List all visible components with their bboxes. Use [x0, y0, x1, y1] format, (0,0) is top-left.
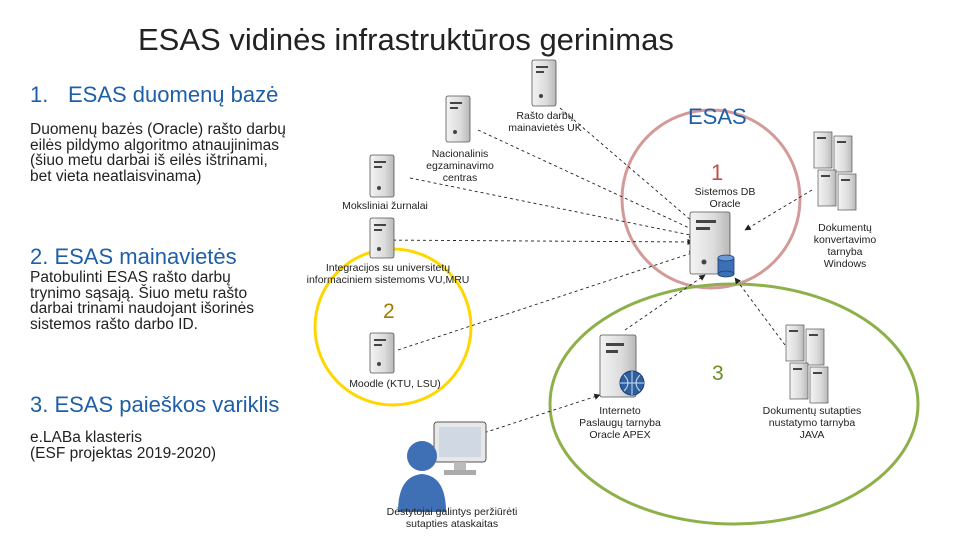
connector-sutapties: [734, 277, 786, 346]
section-2-body: Patobulinti ESAS rašto darbų trynimo sąs…: [30, 269, 255, 333]
node-label-rasto-darbu: Rašto darbų mainavietės UK: [508, 110, 582, 134]
node-label-moksliniai: Moksliniai žurnalai: [342, 200, 428, 212]
connector-uk: [559, 107, 701, 229]
section-1-number: 1.: [30, 82, 49, 107]
connector-nacionalinis: [477, 129, 699, 233]
server-icon-integracijos: [369, 217, 395, 259]
node-label-dokumentu-sutapties: Dokumentų sutapties nustatymo tarnyba JA…: [762, 405, 862, 441]
node-label-integracijos: Integracijos su universitetų informacini…: [306, 262, 470, 286]
section-3-heading: 3. ESAS paieškos variklis: [30, 392, 280, 417]
section-2-heading: 2. ESAS mainavietės: [30, 244, 237, 269]
ring-number-3: 3: [712, 362, 724, 385]
section-3-body: e.LABa klasteris (ESF projektas 2019-202…: [30, 429, 217, 462]
slide-title: ESAS vidinės infrastruktūros gerinimas: [138, 22, 674, 57]
database-server-icon: [689, 211, 735, 278]
teacher-user-icon: [398, 421, 487, 512]
connector-konvertavimo: [744, 189, 813, 231]
section-1-heading: ESAS duomenų bazė: [68, 82, 279, 107]
node-label-moodle: Moodle (KTU, LSU): [349, 378, 441, 390]
ring-number-1: 1: [711, 160, 724, 185]
node-label-interneto: Interneto Paslaugų tarnyba Oracle APEX: [579, 405, 661, 441]
server-cluster-icon-sutapties: [785, 324, 829, 404]
section-1-body: Duomenų bazės (Oracle) rašto darbų eilės…: [30, 121, 286, 185]
server-icon-uk: [531, 59, 557, 107]
ring-esas-core: [620, 108, 802, 290]
node-label-nacionalinis: Nacionalinis egzaminavimo centras: [426, 148, 494, 184]
node-label-dokumentu-konvertavimo: Dokumentų konvertavimo tarnyba Windows: [813, 222, 877, 270]
esas-label: ESAS: [688, 104, 747, 129]
server-icon-moodle: [369, 332, 395, 374]
server-icon-moksliniai: [369, 154, 395, 198]
ring-search-engine: [548, 282, 920, 526]
node-label-sistemos-db: Sistemos DB Oracle: [694, 186, 756, 210]
web-server-icon: [599, 334, 645, 398]
connector-moksliniai: [409, 177, 696, 238]
connector-moodle: [397, 250, 696, 351]
node-label-destytojai: Dėstytojai galintys peržiūrėti sutapties…: [386, 506, 518, 530]
server-cluster-icon-konvertavimo: [813, 131, 857, 211]
server-icon-nacionalinis: [445, 95, 471, 143]
connector-apex: [624, 274, 706, 331]
ring-number-2: 2: [383, 300, 395, 323]
connector-integracijos: [374, 238, 694, 246]
